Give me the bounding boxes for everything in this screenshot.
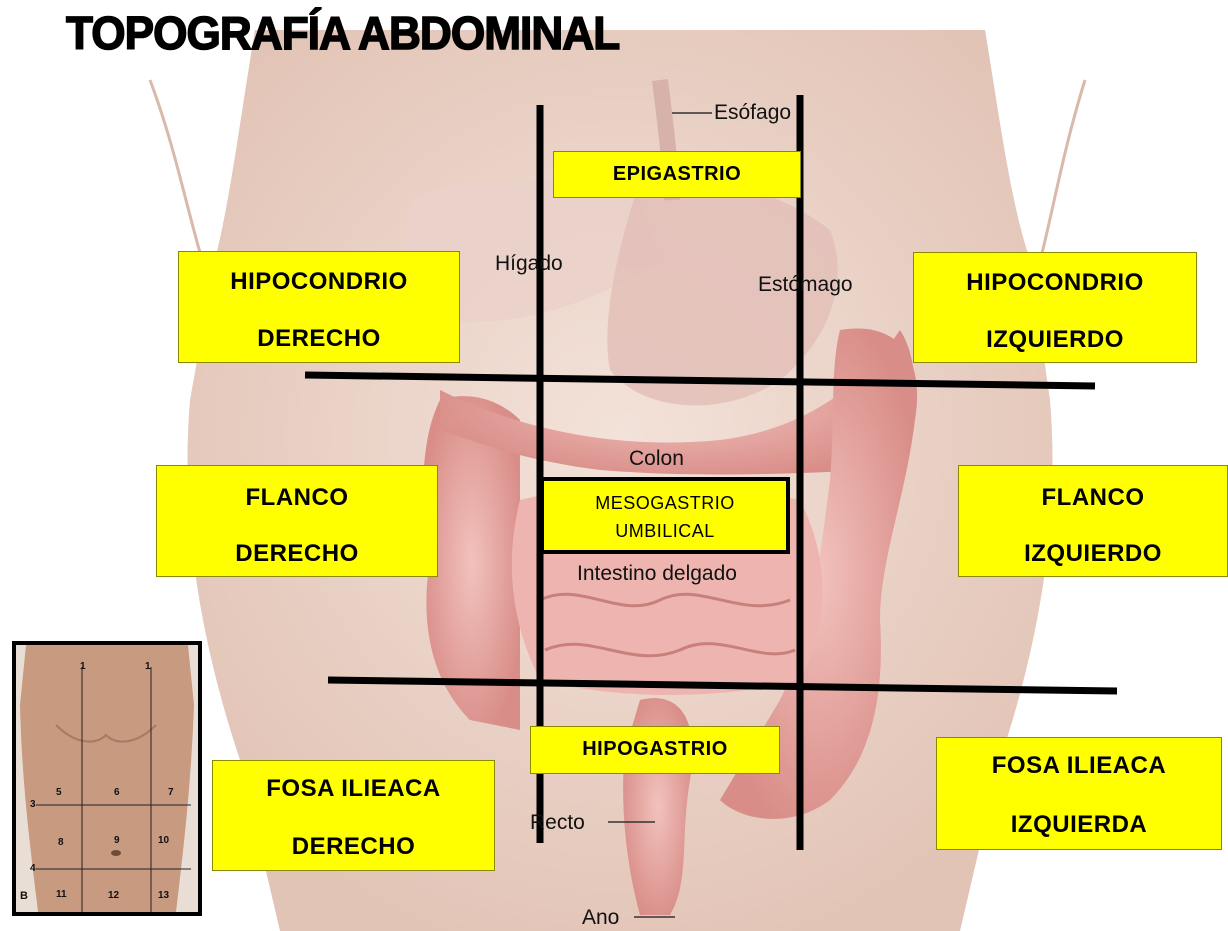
region-fosa-iliaca-izquierda-line2: IZQUIERDA xyxy=(937,811,1221,839)
region-hipocondrio-derecho-line2: DERECHO xyxy=(179,325,459,353)
region-hipocondrio-izquierdo-line1: HIPOCONDRIO xyxy=(914,269,1196,297)
thumb-region-5: 5 xyxy=(56,787,62,798)
label-intestino-delgado: Intestino delgado xyxy=(577,562,737,586)
thumb-marker-3: 3 xyxy=(30,799,36,810)
thumb-marker-4: 4 xyxy=(30,863,36,874)
region-fosa-iliaca-izquierda-line1: FOSA ILIEACA xyxy=(937,752,1221,780)
region-fosa-iliaca-derecha-line1: FOSA ILIEACA xyxy=(213,775,494,803)
label-ano: Ano xyxy=(582,906,619,930)
page-title: TOPOGRAFÍA ABDOMINAL xyxy=(66,6,619,60)
region-flanco-izquierdo: FLANCO IZQUIERDO xyxy=(958,465,1228,577)
thumb-region-8: 8 xyxy=(58,837,64,848)
thumb-region-7: 7 xyxy=(168,787,174,798)
region-hipogastrio: HIPOGASTRIO xyxy=(530,726,780,774)
region-flanco-derecho-line2: DERECHO xyxy=(157,540,437,568)
region-hipogastrio-text: HIPOGASTRIO xyxy=(531,738,779,761)
region-flanco-derecho-line1: FLANCO xyxy=(157,484,437,512)
label-higado: Hígado xyxy=(495,252,563,276)
region-flanco-derecho: FLANCO DERECHO xyxy=(156,465,438,577)
region-hipocondrio-derecho-line1: HIPOCONDRIO xyxy=(179,268,459,296)
thumb-region-11: 11 xyxy=(56,889,67,900)
region-fosa-iliaca-derecha: FOSA ILIEACA DERECHO xyxy=(212,760,495,871)
label-colon: Colon xyxy=(629,447,684,471)
reference-photo-inset: 1 1 3 4 5 6 7 8 9 10 11 12 13 B xyxy=(12,641,202,916)
thumb-region-6: 6 xyxy=(114,787,120,798)
thumb-region-13: 13 xyxy=(158,890,169,901)
region-epigastrio-text: EPIGASTRIO xyxy=(554,163,800,186)
region-flanco-izquierdo-line2: IZQUIERDO xyxy=(959,540,1227,568)
thumb-marker-1a: 1 xyxy=(80,661,86,672)
region-fosa-iliaca-derecha-line2: DERECHO xyxy=(213,833,494,861)
label-estomago: Estómago xyxy=(758,273,853,297)
region-mesogastrio-line2: UMBILICAL xyxy=(544,521,786,542)
region-mesogastrio-line1: MESOGASTRIO xyxy=(544,493,786,514)
label-esofago: Esófago xyxy=(714,101,791,125)
region-hipocondrio-derecho: HIPOCONDRIO DERECHO xyxy=(178,251,460,363)
thumb-region-10: 10 xyxy=(158,835,169,846)
region-epigastrio: EPIGASTRIO xyxy=(553,151,801,198)
region-fosa-iliaca-izquierda: FOSA ILIEACA IZQUIERDA xyxy=(936,737,1222,850)
thumb-panel-label: B xyxy=(20,890,28,902)
region-flanco-izquierdo-line1: FLANCO xyxy=(959,484,1227,512)
region-mesogastrio: MESOGASTRIO UMBILICAL xyxy=(540,477,790,554)
torso-photo xyxy=(16,645,198,912)
thumb-marker-1b: 1 xyxy=(145,661,151,672)
label-recto: Recto xyxy=(530,811,585,835)
region-hipocondrio-izquierdo-line2: IZQUIERDO xyxy=(914,326,1196,354)
thumb-region-9: 9 xyxy=(114,835,120,846)
thumb-region-12: 12 xyxy=(108,890,119,901)
region-hipocondrio-izquierdo: HIPOCONDRIO IZQUIERDO xyxy=(913,252,1197,363)
